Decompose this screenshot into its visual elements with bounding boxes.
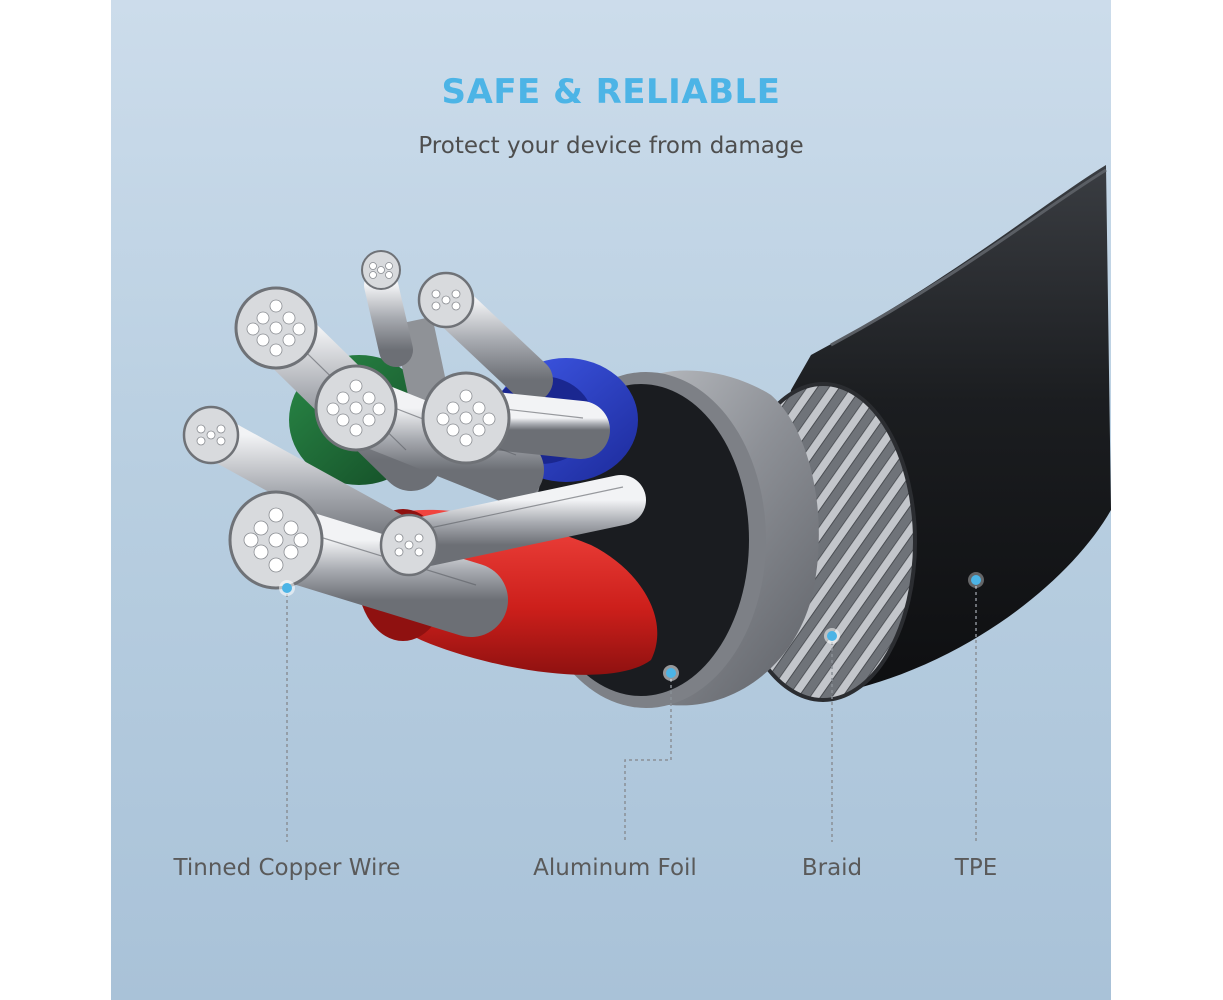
- callout-label-tinned-copper-wire: Tinned Copper Wire: [173, 855, 401, 881]
- product-panel: SAFE & RELIABLE Protect your device from…: [111, 0, 1111, 1000]
- foil-leader-line: [624, 673, 672, 842]
- cable-cross-section-illustration: [182, 165, 1111, 842]
- callout-label-aluminum-foil: Aluminum Foil: [533, 855, 697, 881]
- headline: SAFE & RELIABLE: [441, 72, 781, 112]
- callout-markers: [279, 572, 984, 681]
- subheadline: Protect your device from damage: [418, 133, 804, 159]
- callout-label-braid: Braid: [801, 855, 863, 881]
- callout-label-tpe: TPE: [954, 855, 998, 881]
